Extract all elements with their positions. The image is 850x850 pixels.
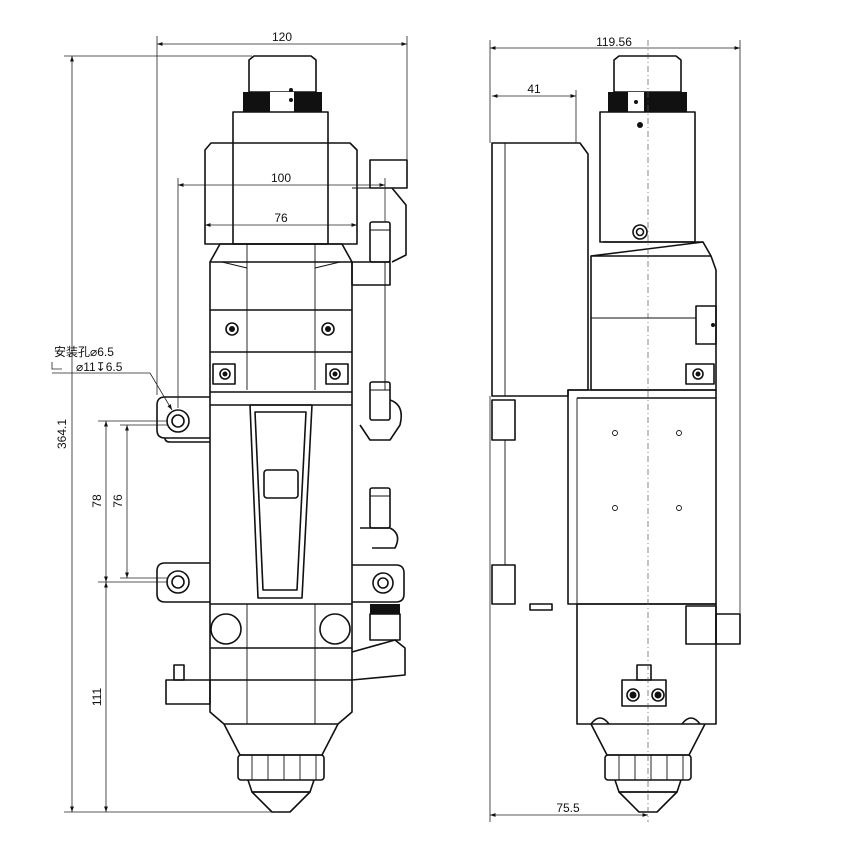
callout-line1: 安装孔⌀6.5 [54,344,114,359]
side-body-upper [590,241,717,391]
dim-78-label: 78 [90,494,104,508]
dim-76v-label: 76 [111,494,125,508]
side-fittings [165,159,408,705]
side-view [491,40,741,822]
dim-76-label: 76 [274,211,288,225]
dim-41-label: 41 [527,82,541,96]
dim-120-label: 120 [272,30,292,44]
dim-364-label: 364.1 [55,419,69,449]
dimensions-left [51,36,408,813]
upper-module-side [599,111,696,243]
top-cap-side [608,55,687,112]
side-body-lower [576,603,717,725]
mounting-ear-upper [156,396,210,443]
dim-111-label: 111 [90,688,104,707]
dim-100-label: 100 [271,171,291,185]
top-cap [243,55,322,112]
side-body-middle [567,389,717,605]
dimensions-right [489,40,741,822]
front-view [156,55,408,813]
back-housing [491,142,589,397]
mounting-ear-lower [156,562,210,603]
main-body [209,243,353,725]
back-plate-upper [204,142,358,245]
dim-75-label: 75.5 [556,801,580,815]
callout-line2: ⌀11↧6.5 [76,360,123,374]
nozzle [223,723,339,813]
dim-119-label: 119.56 [596,35,632,49]
